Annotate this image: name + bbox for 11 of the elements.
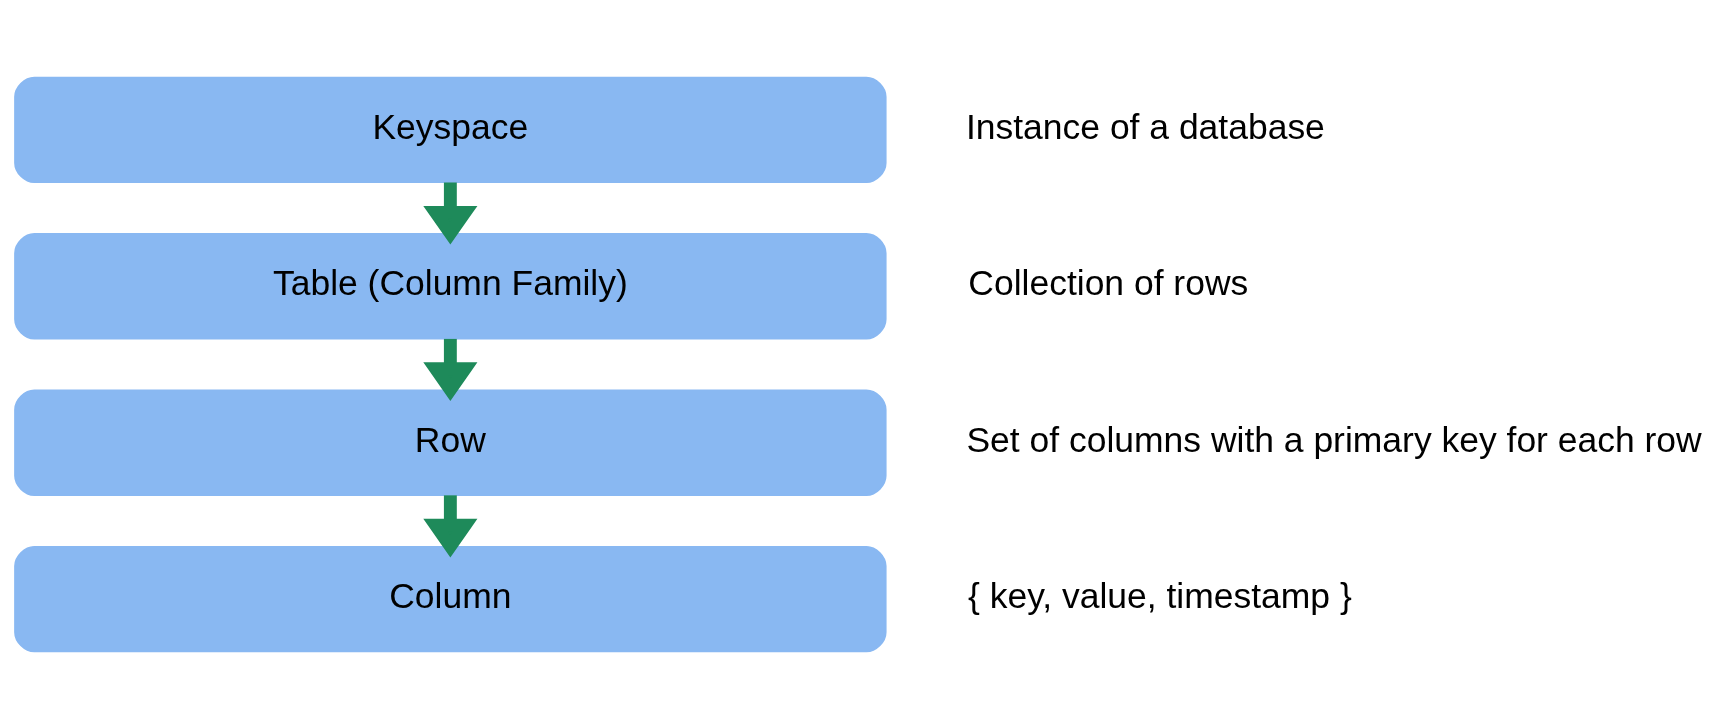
node-label: Collection of rows [968,262,1249,303]
node-label: Set of columns with a primary key for each row [966,419,1702,460]
arrow [423,182,478,245]
arrow [423,494,478,557]
node-label: Instance of a database [965,106,1325,147]
node-box: Column [14,545,887,652]
node-label: { key, value, timestamp } [968,575,1352,616]
node-box: Row [14,389,887,496]
node-box: Table (Column Family) [14,232,887,339]
arrow [423,338,478,401]
node-box: Keyspace [14,76,887,183]
